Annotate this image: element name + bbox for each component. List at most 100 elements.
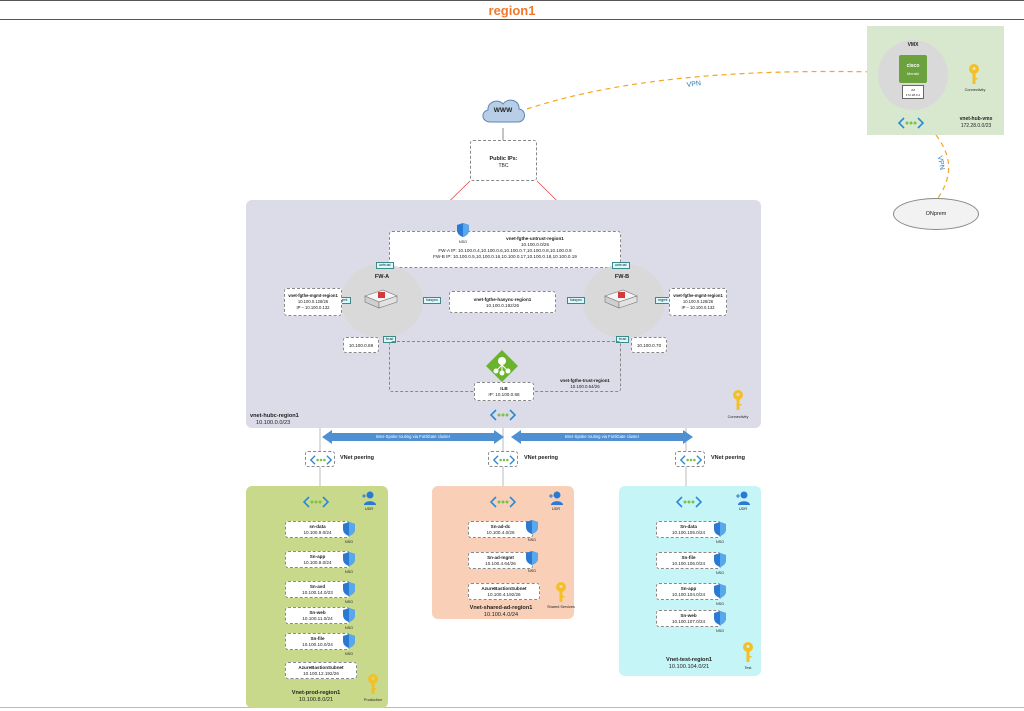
key-icon <box>556 582 566 602</box>
subnet-cidr: 10.100.106.0/24 <box>671 561 706 566</box>
test-udr-label: UDR <box>738 507 748 511</box>
hasync-name: vnet-fgthe-hasync-region1 <box>473 297 532 302</box>
key-icon <box>743 642 753 662</box>
shield-icon <box>343 582 355 596</box>
peering-label-test: VNet peering <box>711 455 745 461</box>
hub-connectivity-label: Connectivity <box>727 415 749 419</box>
cloud-icon <box>482 99 525 123</box>
key-icon <box>969 64 979 84</box>
fw-a-port-hasync: hasync <box>423 297 442 304</box>
subnet-name: AzureBastionSubnet <box>298 665 344 670</box>
peering-icon <box>680 455 702 465</box>
subnet-name: AzureBastionSubnet <box>481 586 527 591</box>
shield-icon <box>714 522 726 536</box>
peering-arrow-left-label: Inter-Spoke routing via FortiGate cluste… <box>375 434 451 439</box>
mgmt-a-name: vnet-fgthe-mgmt-region1 <box>288 293 338 298</box>
shield-icon <box>714 553 726 567</box>
untrust-fw-b-ip: FW-B IP: 10.100.0.5,10.100.0.16,10.100.0… <box>433 254 577 259</box>
subnet-cidr: 10.100.107.0/24 <box>671 619 706 624</box>
load-balancer-icon <box>486 350 518 382</box>
vmx-vnet-cidr: 172.28.0.0/23 <box>960 123 992 129</box>
arrow-head-icon <box>511 430 521 444</box>
trust-cidr: 10.100.0.64/26 <box>570 384 600 389</box>
page-title: region1 <box>488 3 536 18</box>
key-icon <box>368 674 378 694</box>
test-vnet-name: Vnet-test-region1 <box>666 657 712 663</box>
vmx-vnet-name: vnet-hub-vmx <box>959 116 993 122</box>
meraki-brand: cisco <box>906 63 920 69</box>
prod-nsg-label: NSG <box>344 540 354 544</box>
subnet-cidr: 10.100.4.192/26 <box>487 592 521 597</box>
subnet-name: Sn-ad-dc <box>490 524 511 529</box>
key-icon <box>733 390 743 410</box>
subnet-cidr: 10.100.104.0/24 <box>671 592 706 597</box>
peering-arrow-right-label: Inter-Spoke routing via FortiGate cluste… <box>564 434 640 439</box>
peering-arrow-left: Inter-Spoke routing via FortiGate cluste… <box>330 433 496 441</box>
subnet-cidr: 10.100.4.0/26 <box>486 530 515 535</box>
prod-udr-label: UDR <box>364 507 374 511</box>
vmx-title: VMX <box>907 42 919 48</box>
peering-arrow-right: Inter-Spoke routing via FortiGate cluste… <box>519 433 685 441</box>
prod-nsg-label: NSG <box>344 600 354 604</box>
trust-ip-a-box: 10.100.0.69 <box>343 337 379 353</box>
shield-icon <box>526 551 538 565</box>
prod-nsg-label: NSG <box>344 652 354 656</box>
untrust-fw-a-ip: FW-A IP: 10.100.0.4,10.100.0.6,10.100.0.… <box>438 248 572 253</box>
www-label: WWW <box>493 107 513 114</box>
peering-icon <box>310 455 332 465</box>
arrow-head-icon <box>322 430 332 444</box>
subnet-name: Sn-avd <box>309 584 326 589</box>
peering-label-shared: VNet peering <box>524 455 558 461</box>
prod-vnet-cidr: 10.100.8.0/21 <box>298 697 334 703</box>
subnet-name: Sn-app <box>680 586 697 591</box>
shared-udr-label: UDR <box>551 507 561 511</box>
peering-node-prod <box>305 451 335 467</box>
mgmt-subnet-a: vnet-fgthe-mgmt-region1 10.100.0.128/26 … <box>284 288 342 316</box>
trust-ip-b: 10.100.0.70 <box>636 343 662 348</box>
shared-vnet-cidr: 10.100.4.0/24 <box>483 612 519 618</box>
test-region <box>619 486 761 676</box>
public-ips-title: Public IPs: <box>489 156 518 162</box>
prod-nsg-label: NSG <box>344 570 354 574</box>
prod-nsg-label: NSG <box>344 626 354 630</box>
ilb-name: ILB <box>500 386 508 391</box>
vmx-device-ip: 172.28.0.4 <box>905 93 921 97</box>
mgmt-a-cidr: 10.100.0.128/26 <box>297 299 329 304</box>
firewall-icon <box>364 289 398 309</box>
arrow-head-icon <box>683 430 693 444</box>
user-icon <box>362 491 376 505</box>
bottom-divider <box>0 707 1024 708</box>
subnet-cidr: 10.100.9.0/24 <box>303 530 332 535</box>
subnet-name: Sn-file <box>681 555 696 560</box>
mgmt-subnet-b: vnet-fgthe-mgmt-region1 10.100.0.128/26 … <box>669 288 727 316</box>
subnet-cidr: 10.100.14.0/23 <box>302 590 333 595</box>
onprem-node: ONprem <box>893 198 979 230</box>
vpn-line-www <box>526 70 879 110</box>
hub-vnet-name: vnet-hubc-region1 <box>250 413 299 419</box>
subnet-cidr: 10.100.8.0/24 <box>303 560 332 565</box>
vnet-icon <box>490 409 516 421</box>
public-ips-value: TBC <box>498 163 509 169</box>
vmx-connectivity-label: Connectivity <box>964 88 986 92</box>
firewall-icon <box>604 289 638 309</box>
shield-icon <box>526 520 538 534</box>
shield-icon <box>714 584 726 598</box>
vnet-icon <box>303 496 329 508</box>
subnet-name: Sn-ad-mgmt <box>487 555 514 560</box>
vmx-device-box: vM 172.28.0.4 <box>902 85 924 99</box>
public-ips-box: Public IPs: TBC <box>470 140 537 181</box>
untrust-subnet-box: vnet-fgthe-untrust-region1 10.100.0.0/26… <box>389 231 621 268</box>
vnet-icon <box>898 117 924 129</box>
fw-a-port-untrust: untrust <box>376 262 394 269</box>
mgmt-a-ip: IP – 10.100.0.132 <box>296 305 330 310</box>
mgmt-b-ip: IP – 10.100.0.133 <box>681 305 715 310</box>
